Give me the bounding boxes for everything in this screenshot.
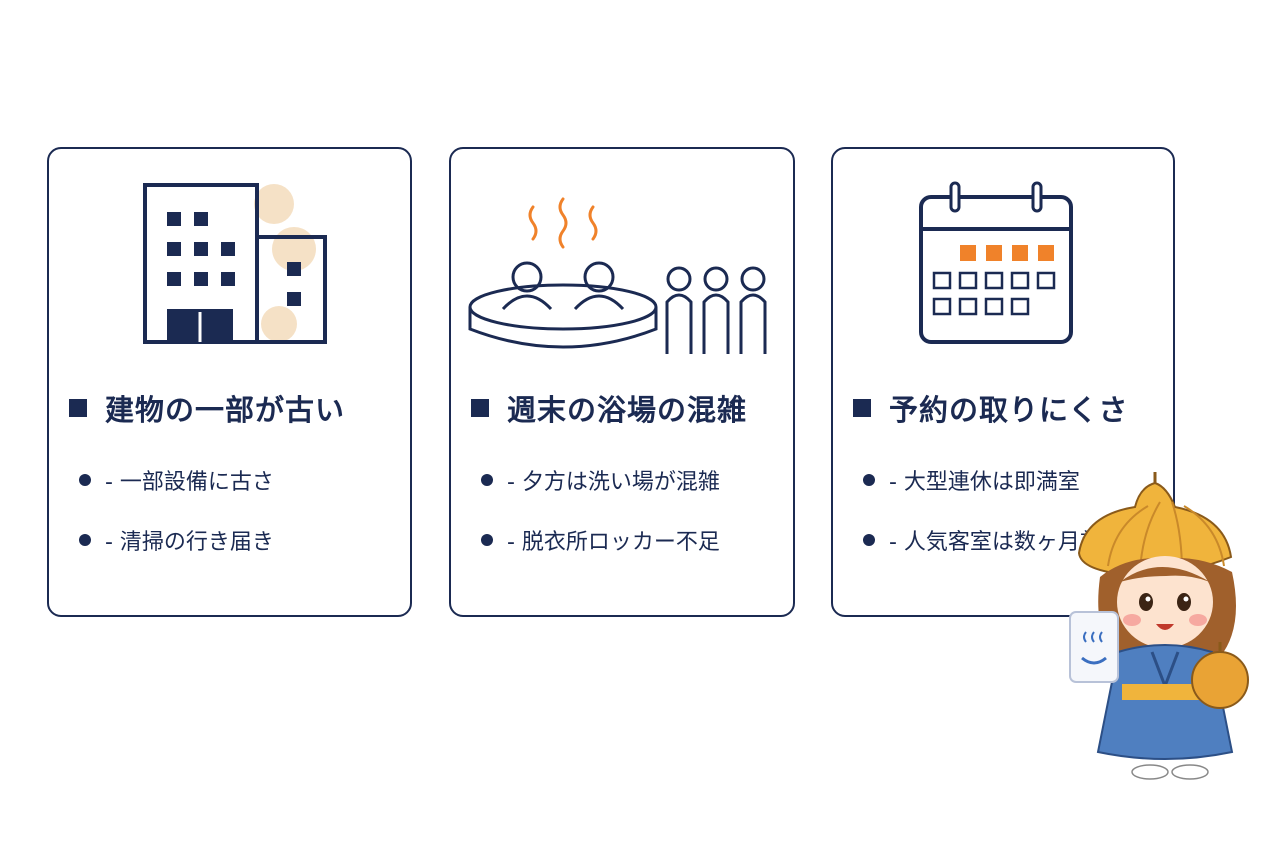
calendar-icon: [919, 181, 1073, 344]
dot-icon: [79, 534, 91, 546]
crowded-bath-icon: [468, 197, 767, 354]
card-title-text: 週末の浴場の混雑: [507, 393, 748, 427]
onion-girl-mascot-icon: [1069, 472, 1249, 780]
card-title: 予約の取りにくさ: [853, 387, 1128, 429]
bullet-list: - 大型連休は即満室 - 人気客室は数ヶ月前: [863, 465, 1102, 585]
square-bullet-icon: [853, 399, 871, 417]
card-bath-crowding: 週末の浴場の混雑 - 夕方は洗い場が混雑 - 脱衣所ロッカー不足: [449, 147, 795, 617]
dot-icon: [863, 474, 875, 486]
dot-icon: [863, 534, 875, 546]
list-item: - 脱衣所ロッカー不足: [481, 525, 720, 555]
list-item: - 大型連休は即満室: [863, 465, 1102, 495]
list-item: - 夕方は洗い場が混雑: [481, 465, 720, 495]
card-title-text: 建物の一部が古い: [105, 393, 346, 427]
list-item: - 一部設備に古さ: [79, 465, 274, 495]
dot-icon: [481, 534, 493, 546]
card-title: 週末の浴場の混雑: [471, 387, 747, 429]
card-old-building: 建物の一部が古い - 一部設備に古さ - 清掃の行き届き: [47, 147, 412, 617]
square-bullet-icon: [471, 399, 489, 417]
list-item: - 人気客室は数ヶ月前: [863, 525, 1102, 555]
bullet-list: - 夕方は洗い場が混雑 - 脱衣所ロッカー不足: [481, 465, 720, 585]
dot-icon: [79, 474, 91, 486]
bullet-list: - 一部設備に古さ - 清掃の行き届き: [79, 465, 274, 585]
card-title: 建物の一部が古い: [69, 387, 345, 429]
list-item: - 清掃の行き届き: [79, 525, 274, 555]
building-icon: [143, 183, 327, 344]
square-bullet-icon: [69, 399, 87, 417]
card-title-text: 予約の取りにくさ: [889, 393, 1129, 427]
dot-icon: [481, 474, 493, 486]
